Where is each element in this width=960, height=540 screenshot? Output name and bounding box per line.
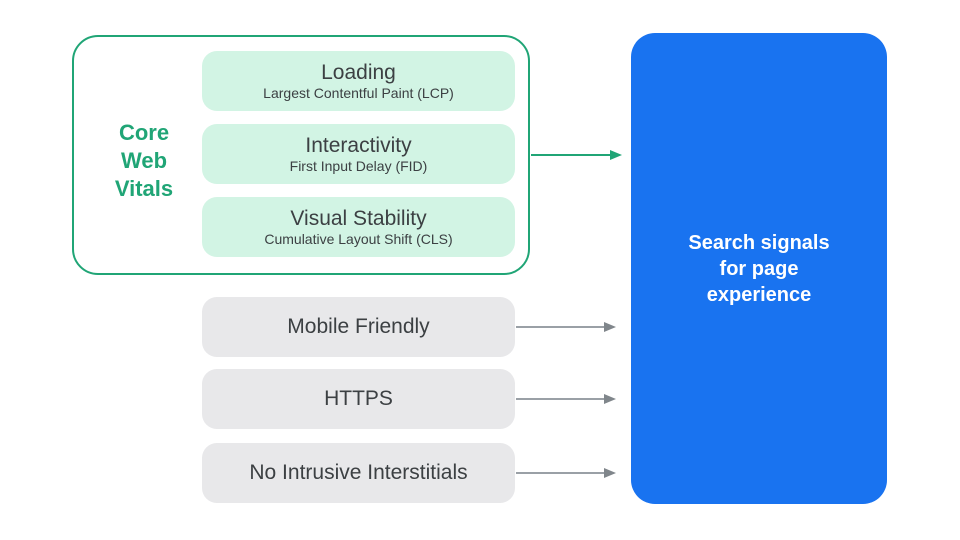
- arrowhead-icon: [610, 150, 622, 160]
- core-web-vitals-label-line: Web: [120, 148, 168, 173]
- signal-box-no-intrusive-interstitials: No Intrusive Interstitials: [202, 443, 515, 503]
- core-web-vitals-arrow: [531, 150, 622, 160]
- vital-box-loading: Loading Largest Contentful Paint (LCP): [202, 51, 515, 111]
- arrow-line: [516, 472, 604, 474]
- arrowhead-icon: [604, 468, 616, 478]
- vital-title: Visual Stability: [290, 206, 427, 230]
- signal-label: Mobile Friendly: [287, 315, 430, 338]
- signal-box-mobile-friendly: Mobile Friendly: [202, 297, 515, 357]
- core-web-vitals-label: Core Web Vitals: [102, 119, 186, 203]
- vital-box-interactivity: Interactivity First Input Delay (FID): [202, 124, 515, 184]
- signal-box-https: HTTPS: [202, 369, 515, 429]
- signal-label: No Intrusive Interstitials: [249, 461, 468, 484]
- vital-subtitle: Largest Contentful Paint (LCP): [263, 84, 454, 101]
- arrow-line: [516, 326, 604, 328]
- core-web-vitals-group: Core Web Vitals Loading Largest Contentf…: [72, 35, 530, 275]
- search-signals-label-line: Search signals: [688, 231, 830, 254]
- core-web-vitals-label-line: Vitals: [114, 176, 174, 201]
- vital-title: Interactivity: [305, 133, 412, 157]
- signal-label: HTTPS: [324, 387, 393, 410]
- search-signals-label-line: for page: [719, 257, 799, 280]
- arrow-line: [531, 154, 610, 156]
- arrowhead-icon: [604, 322, 616, 332]
- vital-subtitle: First Input Delay (FID): [289, 157, 428, 174]
- https-arrow: [516, 394, 616, 404]
- arrow-line: [516, 398, 604, 400]
- search-signals-label-line: experience: [706, 283, 812, 306]
- mobile-friendly-arrow: [516, 322, 616, 332]
- vital-box-visual-stability: Visual Stability Cumulative Layout Shift…: [202, 197, 515, 257]
- vital-title: Loading: [321, 60, 396, 84]
- search-signals-label: Search signals for page experience: [688, 230, 829, 308]
- arrowhead-icon: [604, 394, 616, 404]
- search-signals-result-box: Search signals for page experience: [631, 33, 887, 504]
- no-intrusive-interstitials-arrow: [516, 468, 616, 478]
- core-web-vitals-label-line: Core: [118, 120, 170, 145]
- vital-subtitle: Cumulative Layout Shift (CLS): [264, 230, 453, 247]
